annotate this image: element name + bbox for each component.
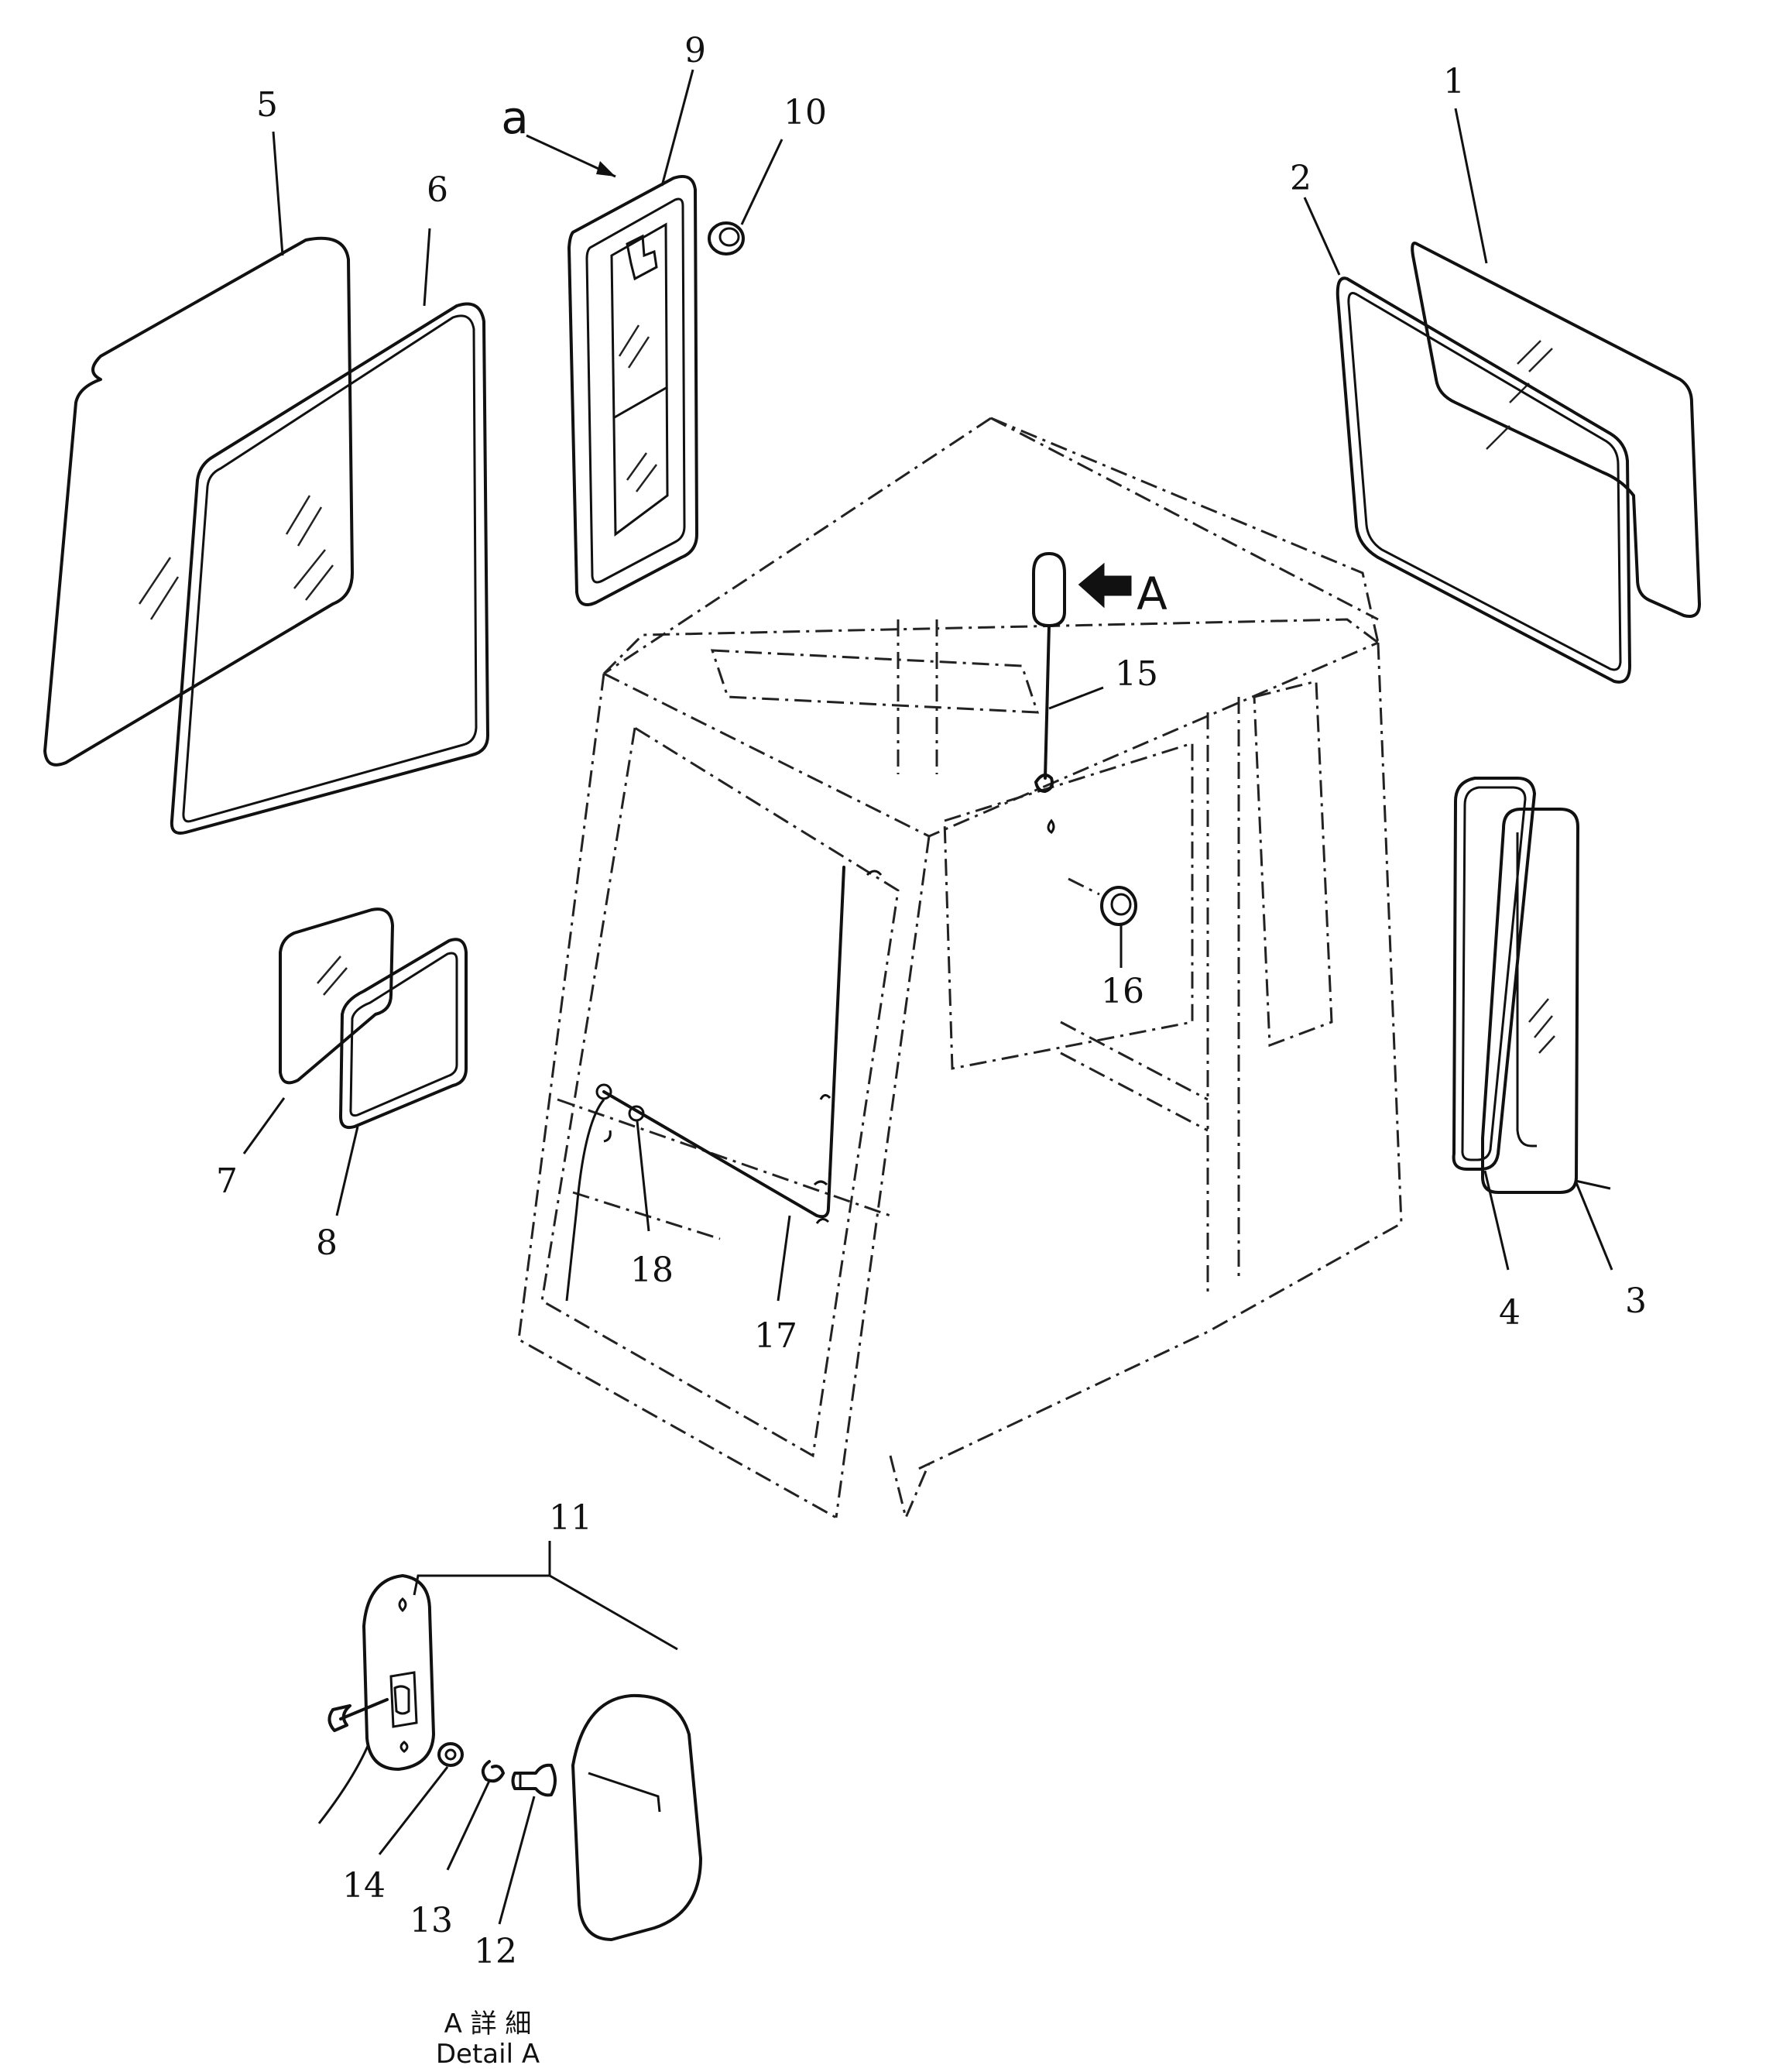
view-ref-a: a <box>501 91 529 144</box>
callout-4: 4 <box>1499 1293 1521 1333</box>
callout-labels: 1 2 3 4 5 6 7 8 9 10 11 12 13 14 15 16 1… <box>216 31 1647 1971</box>
view-ref-A: A <box>1137 568 1168 620</box>
callout-2: 2 <box>1290 159 1312 198</box>
callout-12: 12 <box>474 1932 517 1971</box>
part-3-side-glass <box>1481 808 1579 1194</box>
view-arrow-A <box>1078 562 1132 609</box>
callout-15: 15 <box>1115 654 1158 694</box>
callout-3: 3 <box>1625 1281 1647 1321</box>
detail-caption-jp: A 詳 細 <box>444 2009 532 2039</box>
part-16-grommet <box>1068 877 1137 926</box>
part-9-window-frame <box>567 174 698 606</box>
callout-7: 7 <box>216 1161 238 1201</box>
callout-11: 11 <box>549 1498 592 1538</box>
leader-arrowhead-a <box>596 161 615 177</box>
part-17-rod <box>602 866 883 1224</box>
callout-6: 6 <box>427 170 448 210</box>
part-11-mirror-glass <box>571 1693 702 1941</box>
part-11-mirror-assembly <box>317 1574 435 1824</box>
part-14-washer <box>437 1742 464 1767</box>
callout-10: 10 <box>783 93 827 132</box>
part-8-weatherstrip <box>339 938 468 1130</box>
part-7-glass <box>279 907 394 1085</box>
part-5-glass <box>43 236 354 767</box>
callout-13: 13 <box>410 1901 453 1940</box>
part-4-weatherstrip <box>1452 777 1536 1171</box>
part-6-weatherstrip <box>170 302 489 835</box>
callout-1: 1 <box>1443 62 1465 101</box>
leader-lines <box>242 69 1613 1925</box>
part-10-cap <box>708 221 745 256</box>
callout-8: 8 <box>316 1223 338 1263</box>
part-1-glass <box>1411 242 1701 618</box>
callout-14: 14 <box>342 1866 386 1906</box>
callout-18: 18 <box>630 1250 674 1290</box>
part-18-clip <box>565 1083 645 1302</box>
callout-9: 9 <box>684 31 706 70</box>
cab-body <box>517 417 1403 1521</box>
callout-5: 5 <box>256 85 278 125</box>
callout-17: 17 <box>754 1316 797 1356</box>
detail-caption-en: Detail A <box>436 2039 540 2070</box>
callout-16: 16 <box>1101 972 1144 1011</box>
part-12-bolt <box>511 1763 557 1797</box>
part-13-lock-washer <box>481 1760 505 1783</box>
part-2-weatherstrip <box>1336 276 1631 684</box>
part-15-mirror-stay <box>1032 552 1066 834</box>
